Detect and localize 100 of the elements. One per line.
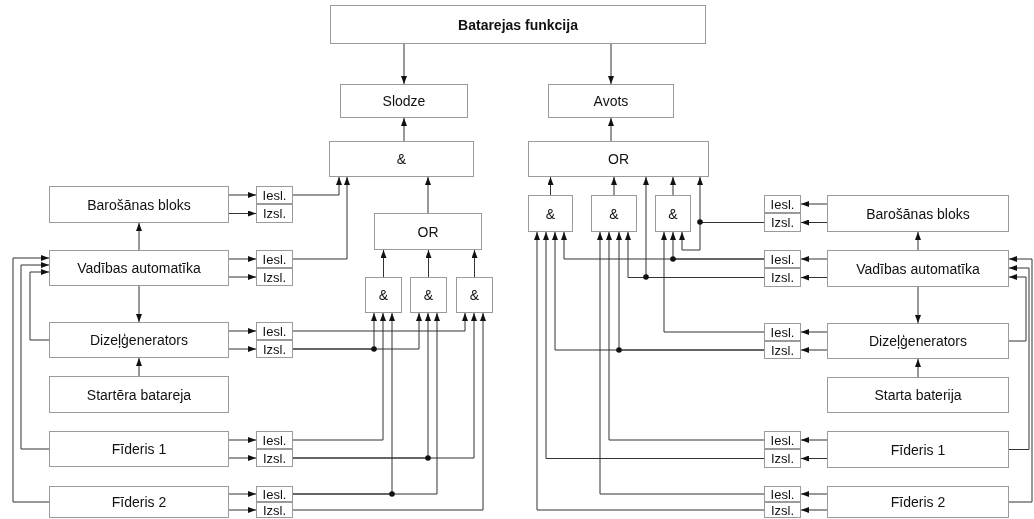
process-box: Fīderis 2 [49, 486, 229, 518]
arrow [606, 231, 765, 441]
process-box: Dizeļģenerators [827, 323, 1009, 359]
logic-gate-box: & [329, 141, 474, 177]
arrow [292, 312, 468, 332]
arrow [425, 249, 432, 278]
switch-state-cell: Izsl. [764, 502, 801, 518]
arrow [800, 455, 828, 462]
switch-state-cell: Iesl. [256, 486, 293, 502]
process-box: Vadības automatīka [49, 250, 229, 286]
arrow [597, 231, 765, 495]
arrow [292, 312, 486, 511]
logic-gate-box: & [528, 195, 573, 232]
arrow [552, 231, 765, 351]
process-box: Barošānas bloks [49, 186, 229, 223]
title-box: Batarejas funkcija [330, 5, 706, 44]
arrow [292, 312, 422, 350]
arrow [1008, 274, 1027, 342]
switch-state-cell: Iesl. [764, 431, 801, 449]
arrow [228, 437, 257, 443]
process-box: Starta baterija [827, 377, 1009, 413]
arrow [136, 357, 142, 377]
arrow [136, 222, 142, 251]
logic-gate-box: & [410, 277, 447, 313]
arrow [800, 256, 828, 262]
switch-state-cell: Iesl. [764, 323, 801, 341]
arrow [800, 491, 828, 497]
arrow [292, 176, 342, 196]
process-box: Fīderis 1 [827, 431, 1009, 468]
arrow [661, 231, 765, 333]
arrow [1008, 256, 1033, 503]
arrow [228, 491, 257, 497]
arrow [561, 231, 765, 260]
arrow [800, 219, 828, 226]
arrow [534, 231, 765, 511]
switch-state-cell: Izsl. [256, 502, 293, 518]
switch-state-cell: Izsl. [764, 341, 801, 359]
switch-state-cell: Izsl. [764, 449, 801, 468]
arrow [401, 117, 407, 142]
arrow [380, 249, 387, 278]
switch-state-cell: Iesl. [764, 195, 801, 213]
arrow [12, 255, 50, 503]
arrow [228, 346, 257, 352]
process-box: Barošānas bloks [827, 195, 1009, 232]
arrow [228, 256, 257, 262]
switch-state-cell: Izsl. [256, 268, 293, 286]
arrow [611, 176, 617, 196]
switch-state-cell: Iesl. [256, 250, 293, 268]
arrow [20, 262, 50, 450]
arrow [670, 176, 676, 196]
logic-gate-box: OR [374, 213, 482, 250]
arrow [800, 507, 828, 513]
process-box: Startēra batareja [49, 376, 229, 413]
arrow [228, 455, 257, 461]
switch-state-cell: Izsl. [764, 213, 801, 232]
logic-gate-box: & [591, 195, 637, 232]
arrow [625, 231, 765, 278]
arrow [292, 176, 350, 260]
arrow [136, 285, 142, 323]
arrow [228, 192, 257, 198]
arrow [679, 222, 765, 251]
switch-state-cell: Iesl. [764, 486, 801, 502]
logic-gate-box: & [365, 277, 402, 313]
logic-gate-box: & [456, 277, 493, 313]
switch-state-cell: Iesl. [256, 431, 293, 449]
arrow [292, 312, 440, 495]
arrow [800, 347, 828, 353]
arrow [471, 249, 478, 278]
arrow [547, 176, 554, 196]
arrow [292, 312, 386, 441]
arrow [228, 328, 257, 334]
switch-state-cell: Izsl. [256, 340, 293, 358]
process-box: Slodze [340, 84, 468, 118]
process-box: Vadības automatīka [827, 250, 1009, 287]
arrow [29, 269, 50, 341]
switch-state-cell: Izsl. [256, 204, 293, 223]
arrow [608, 117, 614, 142]
arrow [543, 231, 765, 459]
arrow [915, 286, 921, 324]
logic-gate-box: OR [528, 141, 709, 177]
arrow [228, 210, 257, 217]
process-box: Dizeļģenerators [49, 322, 229, 358]
arrow [292, 312, 477, 459]
process-box: Avots [548, 84, 674, 118]
arrow [915, 231, 921, 251]
switch-state-cell: Izsl. [256, 449, 293, 467]
arrow [1008, 265, 1030, 450]
arrow [401, 43, 407, 85]
switch-state-cell: Izsl. [764, 268, 801, 287]
switch-state-cell: Iesl. [764, 250, 801, 268]
process-box: Fīderis 1 [49, 431, 229, 467]
switch-state-cell: Iesl. [256, 186, 293, 204]
logic-gate-box: & [655, 195, 691, 232]
arrow [800, 274, 828, 281]
arrow [800, 437, 828, 443]
arrow [800, 201, 828, 207]
arrow [608, 43, 614, 85]
arrow [228, 507, 257, 513]
arrow [800, 329, 828, 335]
arrow [425, 176, 431, 214]
